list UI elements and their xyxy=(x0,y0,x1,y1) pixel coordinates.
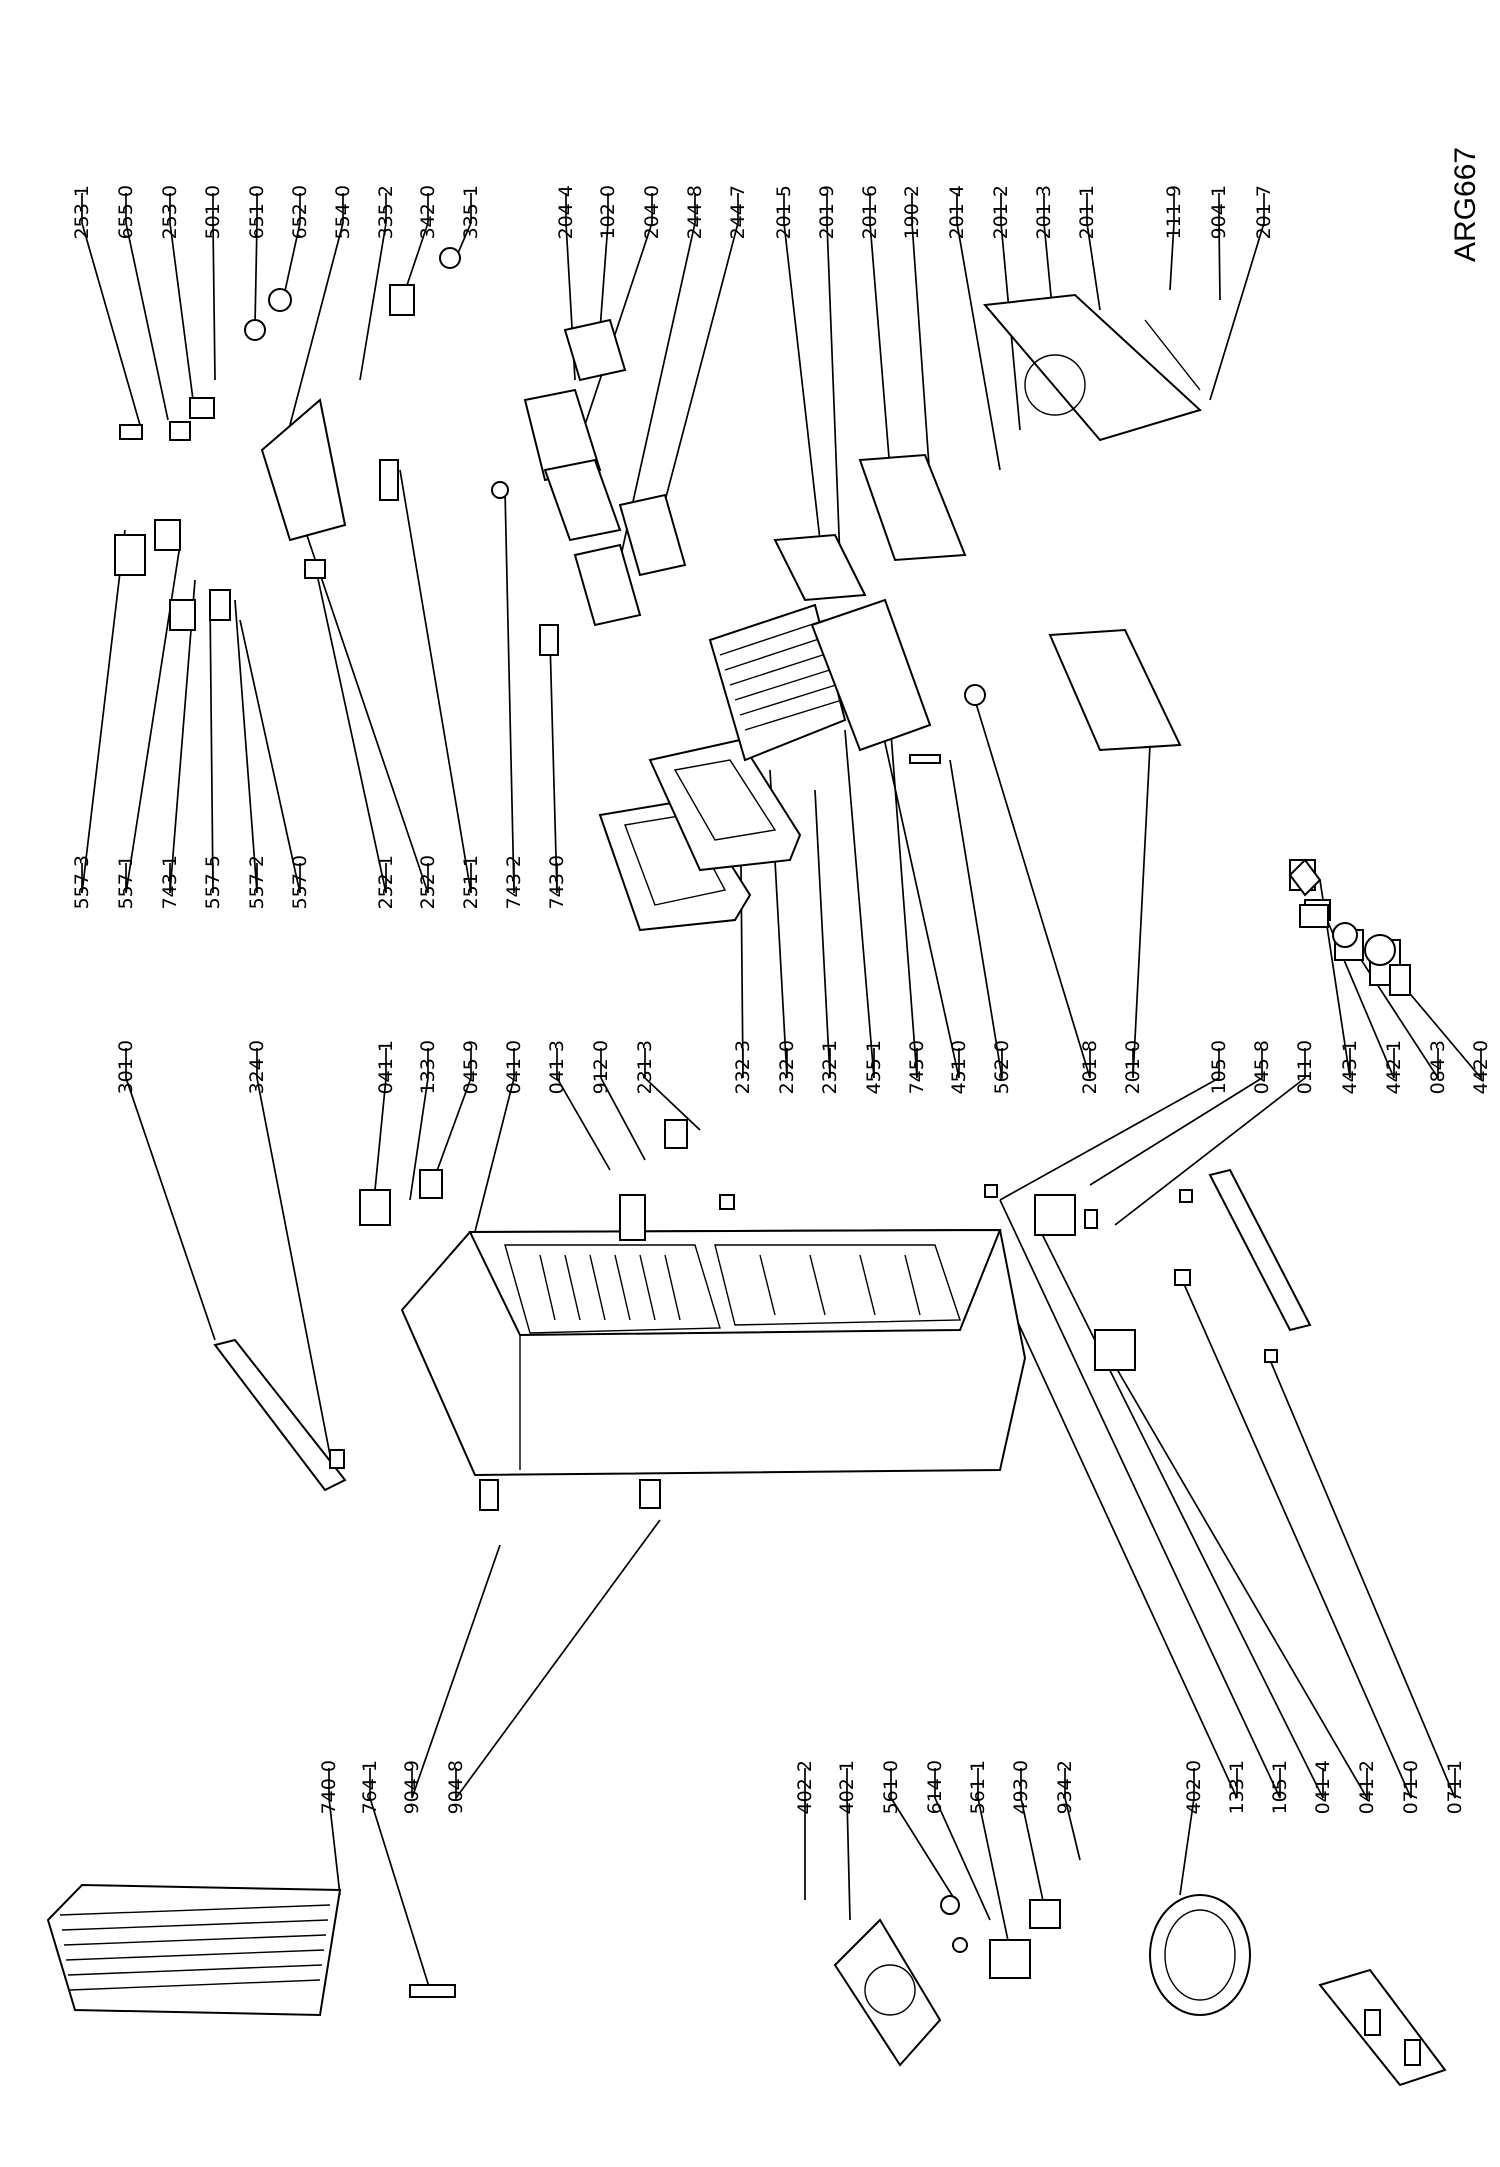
callout-leader-904-8 xyxy=(455,1519,661,1801)
callout-leader-244-8 xyxy=(619,193,696,561)
callout-leader-455-1 xyxy=(844,729,875,1079)
callout-leader-244-7 xyxy=(659,193,739,521)
callout-leader-557-2 xyxy=(234,599,258,894)
callout-leader-231-3 xyxy=(644,1048,701,1131)
callout-leader-190-2 xyxy=(911,193,931,481)
control-plate xyxy=(858,453,967,562)
callout-leader-561-0 xyxy=(890,1768,956,1901)
callout-leader-402-1 xyxy=(846,1768,851,1921)
callout-leader-201-5 xyxy=(783,193,821,541)
callout-leader-201-4 xyxy=(956,193,1001,471)
callout-leader-301-0 xyxy=(125,1048,216,1341)
callout-leader-554-0 xyxy=(289,193,344,426)
callout-leader-105-1 xyxy=(999,1199,1281,1799)
end-cap xyxy=(329,1449,345,1469)
callout-leader-105-0 xyxy=(999,1048,1220,1201)
callout-leader-557-5 xyxy=(209,599,214,894)
callout-leader-201-9 xyxy=(826,193,841,561)
callout-leader-904-9 xyxy=(411,1544,501,1799)
callout-leader-655-0 xyxy=(125,193,169,421)
callout-leader-451-0 xyxy=(879,719,960,1079)
callout-leader-934-2 xyxy=(1064,1768,1081,1861)
callout-leader-252-0 xyxy=(294,499,429,894)
callout-leader-252-1 xyxy=(314,564,387,894)
callout-leader-011-0 xyxy=(1114,1048,1306,1226)
callout-leader-493-0 xyxy=(1020,1768,1046,1911)
relay-box xyxy=(989,1939,1031,1979)
back-plate xyxy=(983,293,1202,442)
grommet xyxy=(940,1895,960,1915)
callout-leader-253-1 xyxy=(81,193,141,426)
callout-leader-071-0 xyxy=(1179,1274,1412,1799)
callout-leader-201-6 xyxy=(869,193,891,471)
callout-leader-912-0 xyxy=(600,1048,646,1161)
callout-leader-614-0 xyxy=(934,1768,991,1921)
callout-leader-557-1 xyxy=(125,544,181,894)
callout-leader-041-3 xyxy=(556,1048,611,1171)
callout-leader-342-0 xyxy=(401,193,429,301)
callout-leader-402-0 xyxy=(1179,1768,1195,1896)
callout-leader-232-0 xyxy=(769,769,788,1079)
callout-leader-442-0 xyxy=(1389,969,1482,1081)
glass-shelf xyxy=(1048,628,1182,752)
callout-leader-557-0 xyxy=(239,619,301,894)
callout-leader-201-1 xyxy=(1086,193,1101,311)
callout-leader-133-1 xyxy=(979,1239,1238,1799)
callout-leader-253-0 xyxy=(169,193,196,416)
shelf-set xyxy=(523,318,687,627)
nut xyxy=(952,1937,968,1953)
callout-leader-324-0 xyxy=(256,1048,331,1456)
crisper-drawer xyxy=(810,598,932,752)
callout-leader-045-9 xyxy=(429,1048,472,1191)
callout-leader-743-2 xyxy=(504,489,515,894)
callout-leader-561-1 xyxy=(977,1768,1011,1951)
drain-parts xyxy=(1288,858,1411,996)
capacitor xyxy=(1029,1899,1061,1929)
callout-leader-335-1 xyxy=(454,193,472,261)
callout-leader-041-2 xyxy=(1099,1339,1368,1802)
callout-leader-501-0 xyxy=(212,193,216,381)
compressor-base-plate xyxy=(1318,1968,1447,2087)
callout-leader-745-0 xyxy=(889,719,918,1079)
evaporator-door xyxy=(648,738,802,872)
callout-leader-201-2 xyxy=(1000,193,1021,431)
callout-leader-904-1 xyxy=(1218,193,1221,301)
compressor xyxy=(1149,1894,1251,2016)
callout-leader-652-0 xyxy=(282,193,301,301)
callout-leader-764-1 xyxy=(369,1768,431,1991)
callout-leader-041-1 xyxy=(374,1048,387,1191)
callout-leader-443-1 xyxy=(1319,879,1351,1079)
callout-leader-204-0 xyxy=(569,193,653,471)
callout-leader-442-1 xyxy=(1324,914,1395,1079)
label-plate xyxy=(773,533,867,602)
diagram-reference: ARG667 xyxy=(1449,147,1482,262)
cabinet-body xyxy=(400,1228,1027,1477)
callout-leader-045-8 xyxy=(1089,1048,1263,1186)
callout-leader-562-0 xyxy=(949,759,1003,1079)
callout-leader-251-1 xyxy=(399,469,472,894)
callout-leader-740-0 xyxy=(328,1768,341,1896)
callout-leader-232-1 xyxy=(814,789,831,1079)
top-profile xyxy=(213,1338,347,1492)
callout-leader-743-1 xyxy=(169,579,196,894)
callout-leader-651-0 xyxy=(254,193,258,326)
callout-leader-071-1 xyxy=(1269,1359,1456,1799)
callout-leader-041-4 xyxy=(1039,1229,1324,1799)
callout-leader-111-9 xyxy=(1169,193,1175,291)
callout-leader-201-7 xyxy=(1209,193,1265,401)
callout-leader-133-0 xyxy=(409,1048,429,1201)
callout-leader-201-8 xyxy=(974,699,1091,1079)
callout-leader-102-0 xyxy=(599,193,609,331)
fan-assembly xyxy=(833,1918,942,2067)
callout-leader-743-0 xyxy=(549,639,558,894)
evaporator xyxy=(708,603,847,762)
condenser-grid xyxy=(46,1883,456,2017)
callout-leader-201-0 xyxy=(1132,744,1151,1079)
callout-leader-335-2 xyxy=(359,193,387,381)
callout-leader-557-3 xyxy=(81,529,126,894)
lamp-housing xyxy=(260,398,347,542)
